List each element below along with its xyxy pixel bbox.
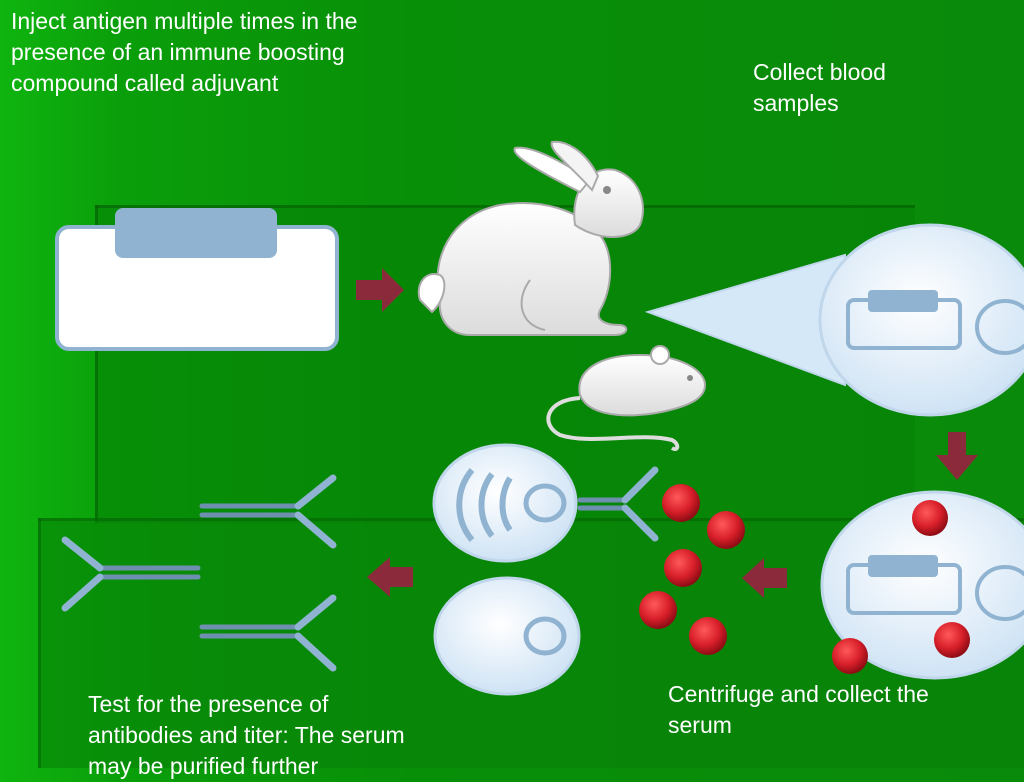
antibody-icon	[199, 594, 337, 672]
arrow-left-icon-2	[367, 557, 413, 597]
antibody-icon	[61, 536, 201, 612]
centrifuged-sample	[820, 490, 1024, 680]
step-inject-label: Inject antigen multiple times in the pre…	[11, 8, 358, 96]
arrow-down-icon	[936, 432, 978, 480]
antibody-icons	[61, 466, 659, 672]
step-centrifuge-label: Centrifuge and collect the serum	[668, 681, 929, 738]
step-test-label: Test for the presence of antibodies and …	[88, 691, 405, 779]
b-cell	[433, 576, 581, 696]
plasma-cell	[432, 443, 578, 563]
arrow-left-icon	[742, 558, 787, 598]
arrow-right-icon	[356, 268, 404, 312]
red-blood-cells	[639, 484, 745, 655]
antibody-icon	[199, 474, 337, 549]
mouse-icon	[546, 345, 707, 451]
step-collect-label: Collect blood samples	[753, 59, 886, 116]
antibody-icon	[577, 466, 659, 542]
rabbit-icon	[417, 140, 644, 336]
antigen-container	[55, 208, 339, 351]
blood-sample-magnified	[644, 223, 1024, 417]
